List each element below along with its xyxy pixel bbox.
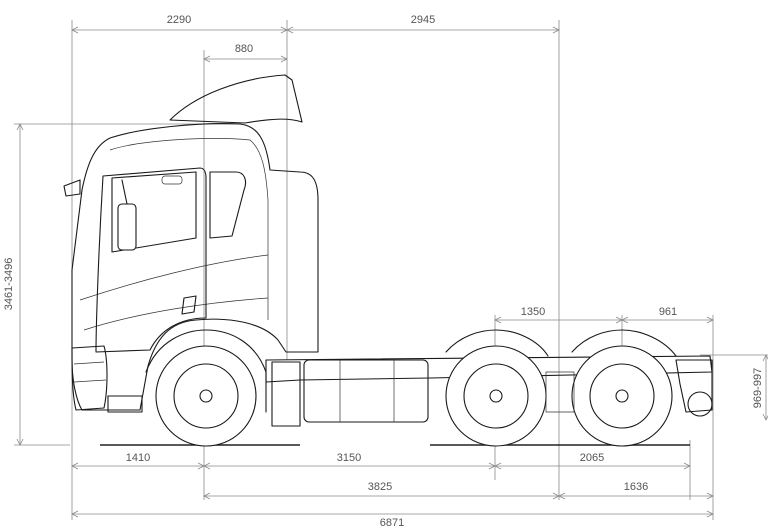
side-mirror-small: [63, 179, 81, 197]
door-handle: [181, 295, 197, 315]
dim-top-left: 2290: [167, 14, 191, 26]
mirror-arm: [121, 179, 128, 205]
rear-side-window: [209, 171, 247, 239]
rear-wheel-2: [571, 345, 673, 447]
dim-top-right: 2945: [411, 14, 435, 26]
rear-fender-1: [445, 329, 549, 357]
mirror: [117, 203, 137, 251]
dim-wheelbase-total: 3825: [368, 481, 392, 493]
chassis-frame: [265, 355, 713, 383]
cab-side-line: [79, 254, 269, 301]
chassis-unit-1: [271, 361, 301, 427]
truck-outline: [63, 74, 713, 447]
bumper-line-2: [73, 379, 107, 383]
cab-step: [107, 395, 143, 413]
dim-height: 3461-3496: [3, 258, 15, 311]
dim-wheelbase-front: 3150: [337, 452, 361, 464]
dim-front-overhang: 1410: [126, 452, 150, 464]
roof-deflector: [169, 74, 303, 124]
dim-cab-top: 880: [235, 43, 253, 55]
front-fender: [145, 329, 267, 413]
roof-light: [161, 175, 183, 185]
rear-unit: [675, 359, 713, 413]
dim-rear-axle-spacing: 1350: [521, 306, 545, 318]
rear-wheel-1: [445, 345, 547, 447]
cab-panel-line: [109, 138, 269, 320]
cab-window: [111, 171, 197, 253]
bumper-line-1: [73, 361, 105, 365]
fuel-tank: [303, 359, 429, 423]
dim-rear-overhang-top: 961: [659, 306, 677, 318]
cab-lower-line: [83, 297, 269, 331]
dimension-lines: [14, 20, 768, 520]
dim-rear-overhang: 1636: [624, 481, 648, 493]
cab-door: [95, 167, 207, 353]
dimension-labels: 2290 2945 880 3461-3496 1350 961 969-997…: [3, 14, 764, 529]
rear-fender-2: [571, 329, 677, 357]
dim-overall-length: 6871: [380, 517, 404, 529]
dim-fifth-wheel-height: 969-997: [752, 368, 764, 408]
front-bumper: [71, 345, 108, 411]
cab-body: [71, 123, 319, 411]
rear-tank: [687, 391, 713, 417]
rear-suspension: [545, 371, 575, 413]
front-wheel: [155, 345, 257, 447]
dim-rear-bogie: 2065: [580, 452, 604, 464]
